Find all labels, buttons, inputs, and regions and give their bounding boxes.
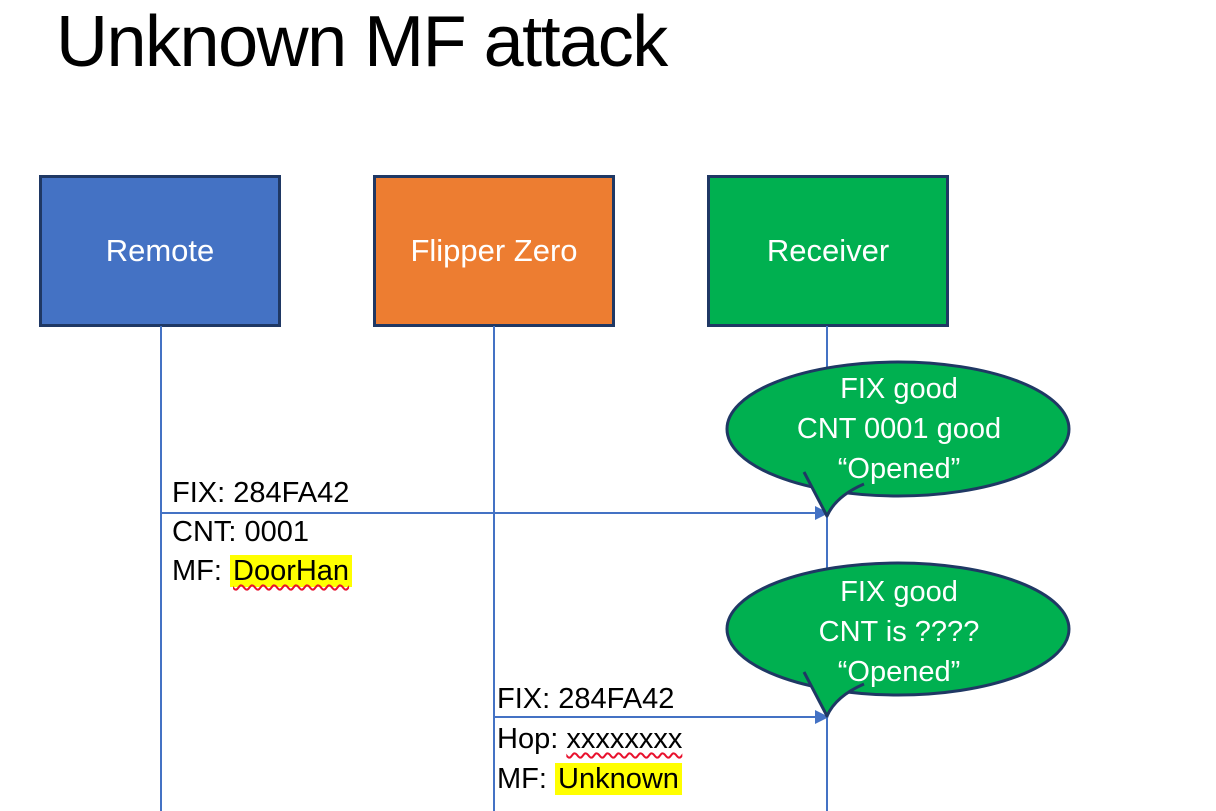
- actor-box-remote: Remote: [39, 175, 281, 327]
- bubble-text-line: “Opened”: [837, 453, 961, 485]
- message-2-mf-prefix: MF:: [497, 763, 555, 795]
- bubble-ellipse: [725, 561, 1071, 697]
- message-arrow-1: [161, 512, 817, 514]
- message-2-mf-value-highlighted: Unknown: [555, 763, 682, 795]
- message-2-label: FIX: 284FA42 Hop: xxxxxxxx MF: Unknown: [497, 679, 682, 799]
- bubble-text-line: CNT 0001 good: [796, 413, 1002, 445]
- bubble-text-line: CNT is ????: [818, 616, 980, 648]
- actor-label-receiver: Receiver: [766, 233, 890, 268]
- message-1-line-cnt: CNT: 0001: [172, 516, 310, 548]
- message-1-mf-value-highlighted: DoorHan: [230, 555, 353, 587]
- bubble-text-line: “Opened”: [837, 656, 961, 688]
- lifeline-remote: [160, 326, 162, 811]
- actor-box-flipper-zero: Flipper Zero: [373, 175, 615, 327]
- message-1-line-mf: MF: DoorHan: [172, 552, 353, 591]
- actor-label-remote: Remote: [105, 233, 215, 268]
- bubble-ellipse: [725, 360, 1071, 498]
- message-1-mf-prefix: MF:: [172, 555, 230, 587]
- lifeline-flipper-zero: [493, 326, 495, 811]
- speech-bubble-2-text: FIX good CNT is ???? “Opened”: [722, 572, 1076, 692]
- message-2-line-hop: Hop: xxxxxxxx: [497, 719, 682, 759]
- bubble-text-line: FIX good: [840, 576, 958, 608]
- message-2-hop-prefix: Hop:: [497, 723, 567, 755]
- speech-bubble-2: [725, 561, 1071, 718]
- bubble-tail: [802, 471, 865, 518]
- bubble-tail: [802, 671, 865, 718]
- slide-title: Unknown MF attack: [56, 2, 668, 82]
- bubble-text-line: FIX good: [840, 373, 958, 405]
- actor-box-receiver: Receiver: [707, 175, 949, 327]
- speech-bubble-1: [725, 360, 1071, 518]
- message-arrow-2: [494, 716, 817, 718]
- actor-label-flipper-zero: Flipper Zero: [410, 233, 578, 268]
- message-2-line-fix: FIX: 284FA42: [497, 683, 675, 715]
- message-2-hop-value: xxxxxxxx: [566, 723, 683, 755]
- message-1-line-fix: FIX: 284FA42: [172, 477, 350, 509]
- message-1-label: FIX: 284FA42 CNT: 0001 MF: DoorHan: [172, 474, 353, 591]
- message-2-line-mf: MF: Unknown: [497, 759, 682, 799]
- speech-bubble-1-text: FIX good CNT 0001 good “Opened”: [722, 369, 1076, 489]
